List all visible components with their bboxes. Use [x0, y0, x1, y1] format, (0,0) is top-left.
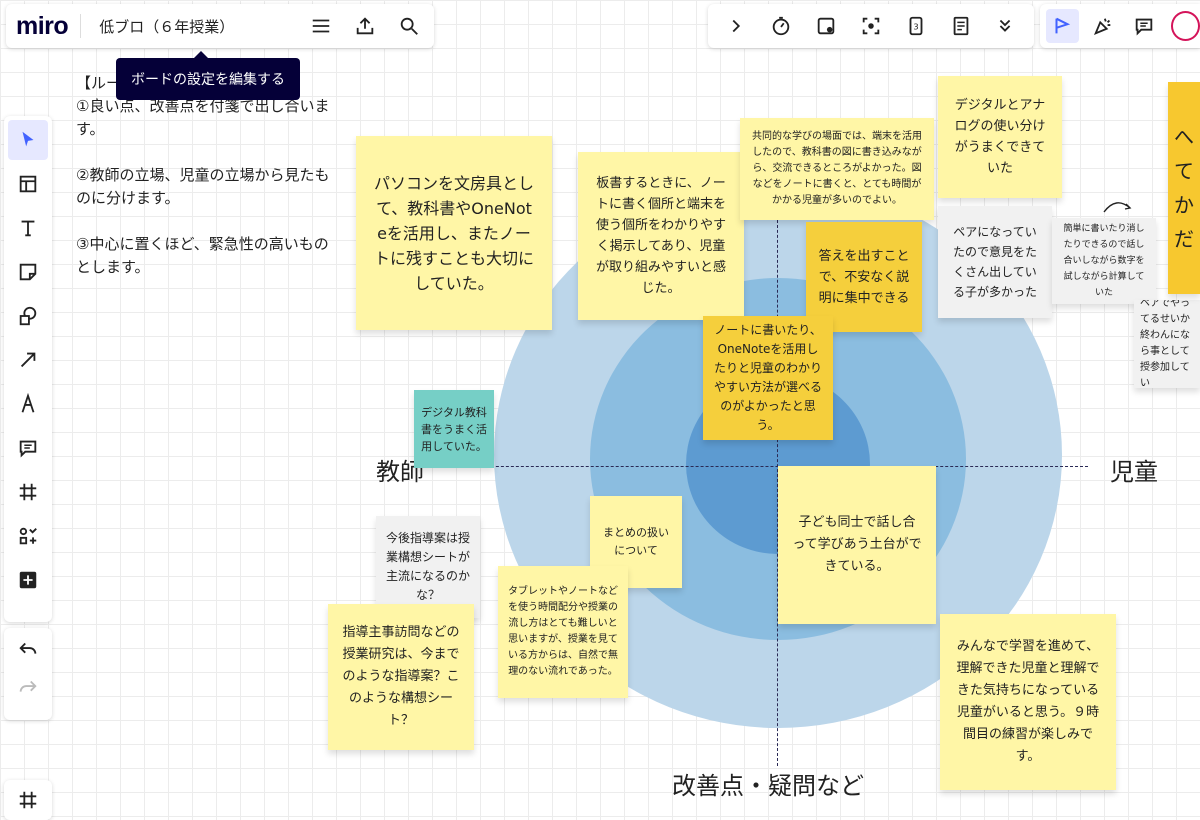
menu-icon[interactable]	[304, 9, 338, 43]
attention-icon[interactable]	[854, 9, 888, 43]
history-toolbar	[4, 628, 52, 720]
frames-panel	[4, 780, 52, 820]
sticky-note[interactable]: ノートに書いたり、OneNoteを活用したりと児童のわかりやすい方法が選べるのが…	[703, 316, 833, 440]
axis-label-child[interactable]: 児童	[1110, 458, 1158, 486]
axis-label-improvements[interactable]: 改善点・疑問など	[672, 772, 864, 800]
sticky-note-text: 指導主事訪問などの授業研究は、今までのような指導案？このような構想シート？	[342, 625, 460, 728]
sticky-note[interactable]: ペアでやってるせいか終わんになら事として授参加してい	[1134, 300, 1200, 388]
rule-item: ①良い点、改善点を付箋で出し合います。	[76, 97, 330, 138]
horizontal-axis-line[interactable]	[416, 466, 1088, 467]
sticky-note-text: ペアになっていたので意見をたくさん出している子が多かった	[952, 225, 1037, 299]
upload-icon[interactable]	[348, 9, 382, 43]
creation-toolbar	[4, 116, 52, 622]
sticky-note[interactable]: デジタルとアナログの使い分けがうまくできていた	[938, 76, 1062, 198]
notes-icon[interactable]	[944, 9, 978, 43]
sticky-note[interactable]: 子ども同士で話し合って学びあう土台ができている。	[778, 466, 936, 624]
text-icon[interactable]	[8, 208, 48, 248]
chevron-down-icon[interactable]	[988, 9, 1022, 43]
undo-icon[interactable]	[11, 632, 45, 666]
rules-text[interactable]: 【ルール】 ①良い点、改善点を付箋で出し合います。 ②教師の立場、児童の立場から…	[76, 72, 336, 302]
sticky-note[interactable]: へてかだ	[1168, 82, 1200, 294]
board-header: miro 低ブロ（６年授業）	[6, 4, 434, 48]
comment-icon[interactable]	[8, 428, 48, 468]
sticky-note[interactable]: ペアになっていたので意見をたくさん出している子が多かった	[938, 206, 1052, 318]
sticky-note-icon[interactable]	[8, 252, 48, 292]
search-icon[interactable]	[392, 9, 426, 43]
voting-icon[interactable]	[809, 9, 843, 43]
sticky-note-text: ペアでやってるせいか終わんになら事として授参加してい	[1140, 300, 1190, 388]
sticky-note[interactable]: パソコンを文房具として、教科書やOneNoteを活用し、またノートに残すことも大…	[356, 136, 552, 330]
reactions-toolbar	[1040, 4, 1200, 48]
sticky-note-text: デジタルとアナログの使い分けがうまくできていた	[954, 98, 1046, 176]
select-icon[interactable]	[8, 120, 48, 160]
shapes-icon[interactable]	[8, 296, 48, 336]
frames-list-icon[interactable]	[11, 783, 45, 817]
templates-icon[interactable]	[8, 164, 48, 204]
add-icon[interactable]	[8, 560, 48, 600]
sticky-note-text: 子ども同士で話し合って学びあう土台ができている。	[792, 515, 922, 574]
rule-item: ②教師の立場、児童の立場から見たものに分けます。	[76, 166, 330, 207]
chevron-right-icon[interactable]	[719, 9, 753, 43]
sticky-note-text: ノートに書いたり、OneNoteを活用したりと児童のわかりやすい方法が選べるのが…	[713, 323, 822, 432]
timer-icon[interactable]	[764, 9, 798, 43]
sticky-note-text: へてかだ	[1174, 125, 1194, 251]
sticky-note-text: 簡単に書いたり消したりできるので話し合いしながら数字を試しながら計算していた	[1063, 224, 1145, 298]
sticky-note[interactable]: 板書するときに、ノートに書く個所と端末を使う個所をわかりやすく掲示してあり、児童…	[578, 152, 744, 320]
header-divider	[80, 14, 82, 38]
sticky-note[interactable]: タブレットやノートなどを使う時間配分や授業の流し方はとても難しいと思いますが、授…	[498, 566, 628, 698]
sticky-note-text: タブレットやノートなどを使う時間配分や授業の流し方はとても難しいと思いますが、授…	[508, 586, 618, 677]
card-icon[interactable]: 3	[899, 9, 933, 43]
board-title[interactable]: 低ブロ（６年授業）	[99, 17, 235, 36]
sticky-note-text: 今後指導案は授業構想シートが主流になるのかな？	[386, 531, 471, 602]
frame-icon[interactable]	[8, 472, 48, 512]
sticky-note[interactable]: 答えを出すことで、不安なく説明に集中できる	[806, 222, 922, 332]
sticky-note-text: デジタル教科書をうまく活用していた。	[421, 405, 487, 453]
celebrate-icon[interactable]	[1087, 9, 1120, 43]
sticky-note[interactable]: 今後指導案は授業構想シートが主流になるのかな？	[376, 516, 480, 618]
curved-arrow-icon[interactable]	[1100, 196, 1134, 216]
sticky-note-text: 答えを出すことで、不安なく説明に集中できる	[818, 248, 910, 306]
redo-icon[interactable]	[11, 670, 45, 704]
avatar[interactable]	[1170, 11, 1200, 41]
pen-icon[interactable]	[8, 384, 48, 424]
sticky-note[interactable]: デジタル教科書をうまく活用していた。	[414, 390, 494, 468]
sticky-note[interactable]: 共同的な学びの場面では、端末を活用したので、教科書の図に書き込みながら、交流でき…	[740, 118, 934, 220]
sticky-note-text: パソコンを文房具として、教科書やOneNoteを活用し、またノートに残すことも大…	[373, 173, 534, 293]
rule-item: ③中心に置くほど、緊急性の高いものとします。	[76, 235, 329, 276]
miro-logo[interactable]: miro	[16, 11, 69, 40]
vertical-axis-line[interactable]	[777, 210, 778, 766]
sticky-note-text: 共同的な学びの場面では、端末を活用したので、教科書の図に書き込みながら、交流でき…	[752, 131, 922, 206]
board-settings-tooltip: ボードの設定を編集する	[116, 51, 300, 100]
svg-text:3: 3	[913, 22, 918, 32]
sticky-note-text: みんなで学習を進めて、理解できた児童と理解できた気持ちになっている児童がいると思…	[956, 639, 1100, 764]
arrow-icon[interactable]	[8, 340, 48, 380]
comment-icon[interactable]	[1128, 9, 1161, 43]
sticky-note-text: まとめの扱いについて	[603, 526, 669, 557]
collaboration-toolbar: 3	[708, 4, 1034, 48]
sticky-note[interactable]: 指導主事訪問などの授業研究は、今までのような指導案？このような構想シート？	[328, 604, 474, 750]
sticky-note[interactable]: 簡単に書いたり消したりできるので話し合いしながら数字を試しながら計算していた	[1052, 218, 1156, 304]
reactions-icon[interactable]	[1046, 9, 1079, 43]
more-apps-icon[interactable]	[8, 516, 48, 556]
sticky-note-text: 板書するときに、ノートに書く個所と端末を使う個所をわかりやすく掲示してあり、児童…	[595, 176, 726, 296]
sticky-note[interactable]: みんなで学習を進めて、理解できた児童と理解できた気持ちになっている児童がいると思…	[940, 614, 1116, 790]
